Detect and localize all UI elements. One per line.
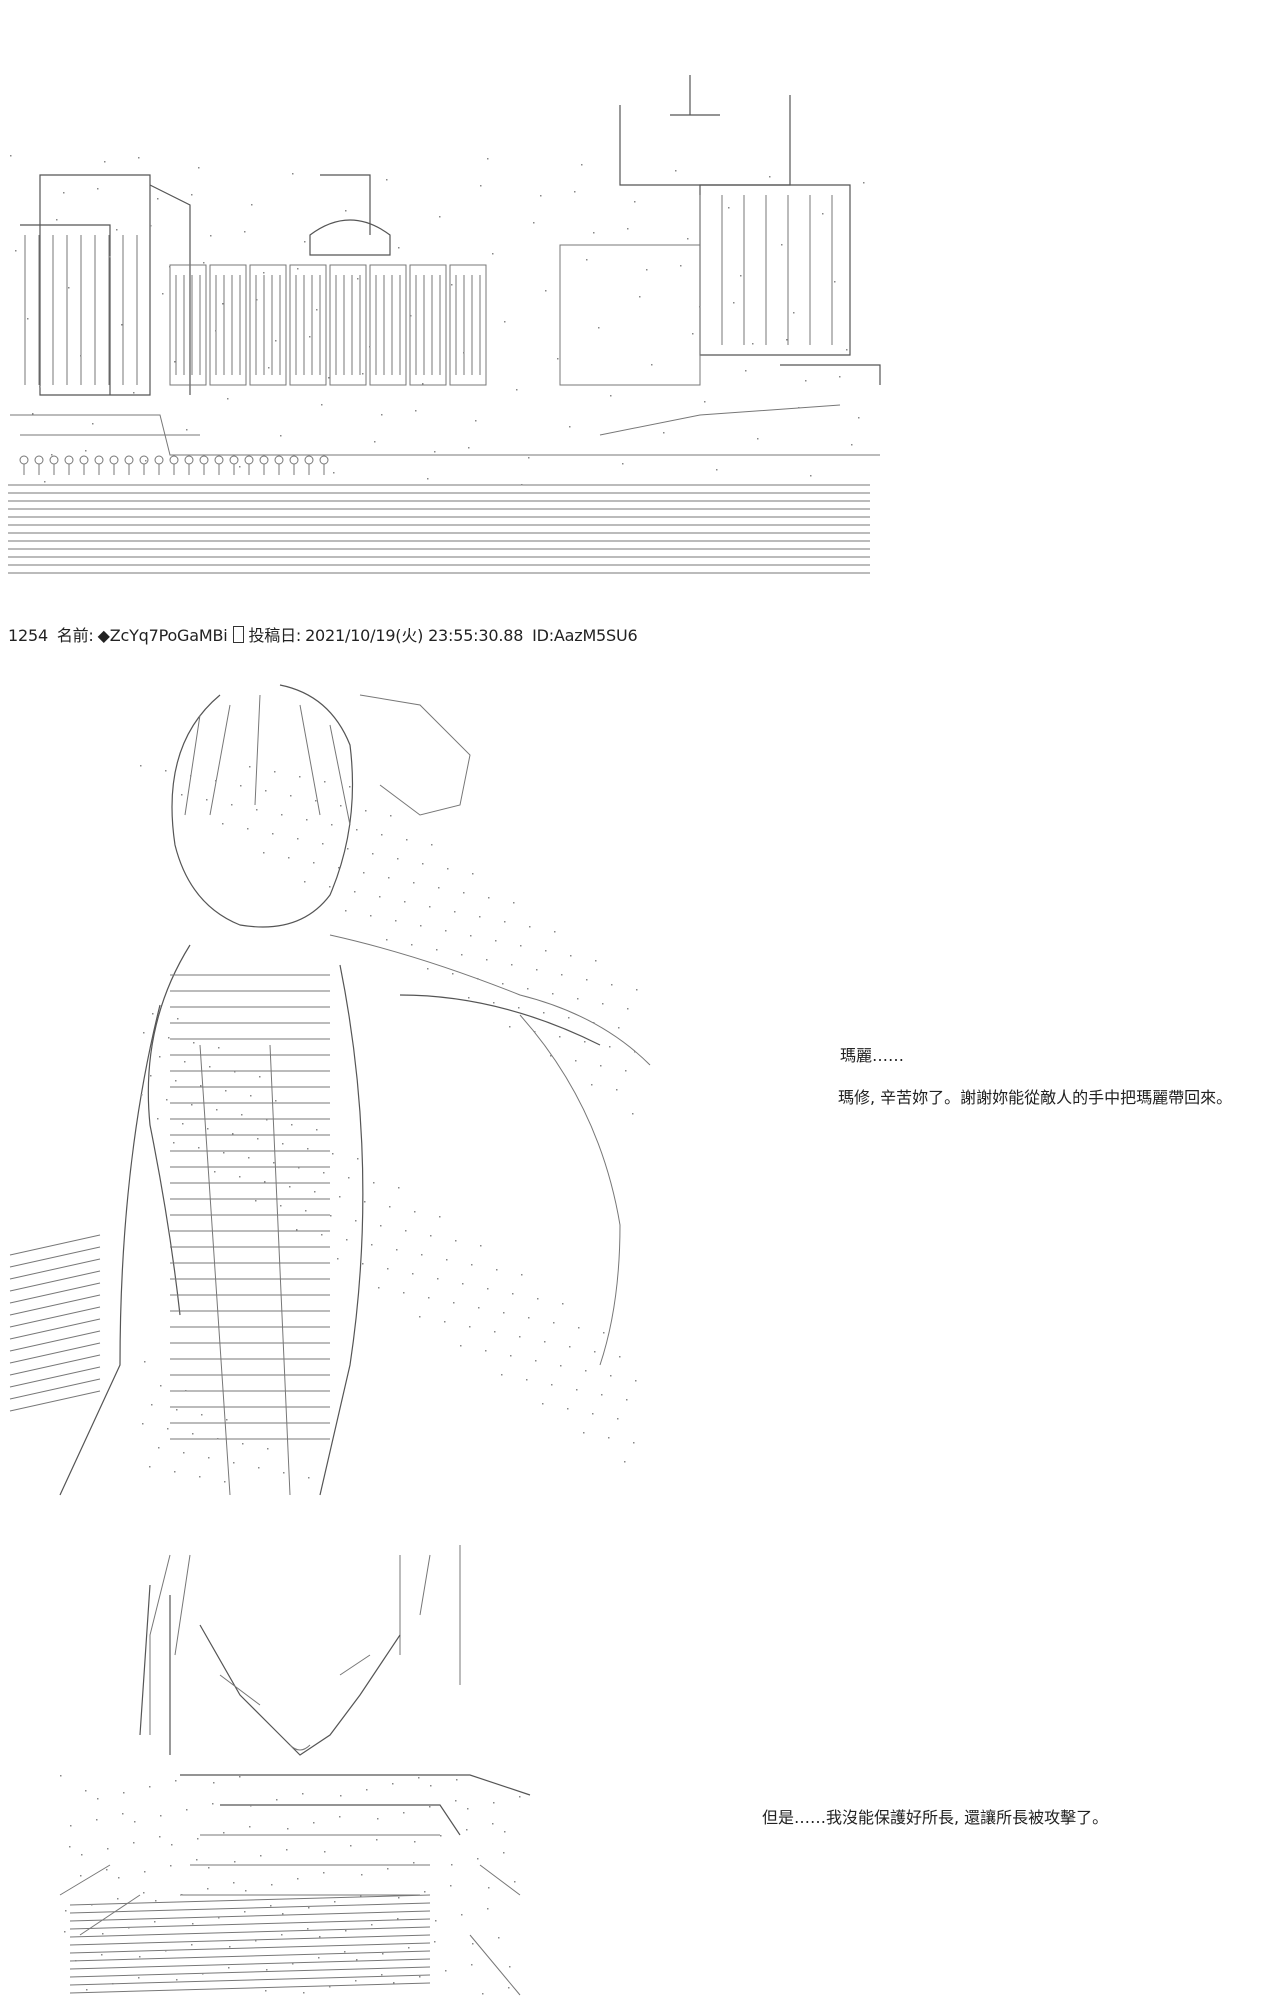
post-number: 1254 bbox=[8, 626, 48, 645]
dialogue-line-2: 瑪修, 辛苦妳了。謝謝妳能從敵人的手中把瑪麗帶回來。 bbox=[838, 1088, 1233, 1107]
dialogue-line-1: 瑪麗…… bbox=[840, 1046, 905, 1065]
post-date-label: 投稿日: bbox=[248, 626, 302, 645]
city-scene-drawing bbox=[8, 75, 881, 574]
character-closeup-ascii-art bbox=[0, 1535, 560, 2000]
post-name-value: ◆ZcYq7PoGaMBi bbox=[97, 626, 228, 645]
character-hug-ascii-art bbox=[0, 665, 720, 1515]
character-closeup-drawing bbox=[59, 1545, 531, 1996]
post-name-label: 名前: bbox=[56, 626, 94, 645]
post-date-value: 2021/10/19(火) 23:55:30.88 bbox=[305, 626, 524, 645]
post-id: ID:AazM5SU6 bbox=[532, 626, 638, 645]
character-hug-drawing bbox=[9, 684, 651, 1496]
dialogue-line-3: 但是……我沒能保護好所長, 還讓所長被攻擊了。 bbox=[762, 1808, 1109, 1827]
post-header: 1254 名前:◆ZcYq7PoGaMBi 投稿日:2021/10/19(火) 2… bbox=[8, 622, 642, 646]
tofu-box-icon bbox=[233, 626, 245, 643]
city-scene-ascii-art bbox=[0, 55, 900, 595]
